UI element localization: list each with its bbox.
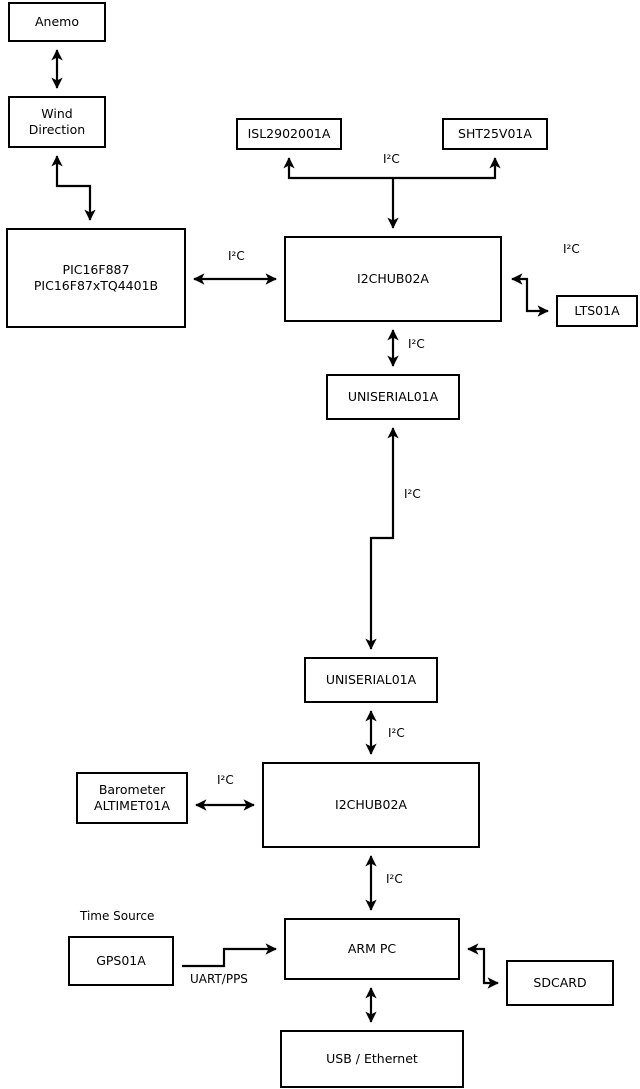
node-wind-direction[interactable]: Wind Direction	[8, 96, 106, 148]
node-arm-pc[interactable]: ARM PC	[284, 918, 460, 980]
node-usb-ethernet[interactable]: USB / Ethernet	[280, 1030, 464, 1088]
connector-gps-armpc	[182, 943, 277, 968]
label-time-source: Time Source	[80, 909, 155, 923]
node-gps01a-label: GPS01A	[96, 953, 146, 969]
node-lts01a[interactable]: LTS01A	[556, 295, 638, 327]
edge-label-hub-uni-i2c: I²C	[408, 337, 425, 351]
node-sdcard-label: SDCARD	[533, 975, 587, 991]
node-isl2902001a-label: ISL2902001A	[247, 126, 331, 142]
edge-label-bus-i2c: I²C	[383, 152, 400, 166]
node-uniserial01a-bottom-label: UNISERIAL01A	[325, 672, 417, 688]
node-sht25v01a-label: SHT25V01A	[458, 126, 532, 142]
node-i2chub02a-top[interactable]: I2CHUB02A	[284, 236, 502, 322]
node-i2chub02a-bottom[interactable]: I2CHUB02A	[262, 762, 480, 848]
node-i2chub02a-bottom-label: I2CHUB02A	[335, 797, 407, 813]
node-arm-pc-label: ARM PC	[347, 941, 397, 957]
node-anemo[interactable]: Anemo	[8, 2, 106, 42]
node-gps01a[interactable]: GPS01A	[68, 936, 174, 986]
node-isl2902001a[interactable]: ISL2902001A	[236, 118, 342, 150]
node-lts01a-label: LTS01A	[574, 303, 620, 319]
node-anemo-label: Anemo	[35, 14, 79, 30]
connector-hubtop-lts	[511, 273, 549, 317]
node-pic-microcontroller-label: PIC16F887 PIC16F87xTQ4401B	[33, 262, 159, 293]
edge-label-hub-lts-i2c: I²C	[563, 242, 580, 256]
node-uniserial01a-bottom[interactable]: UNISERIAL01A	[304, 657, 438, 703]
connector-wind-pic	[51, 155, 96, 221]
edge-label-baro-hub2-i2c: I²C	[217, 773, 234, 787]
node-barometer-label: Barometer ALTIMET01A	[94, 782, 170, 813]
node-uniserial01a-top[interactable]: UNISERIAL01A	[326, 374, 460, 420]
edge-label-gps-arm-uart: UART/PPS	[190, 972, 248, 986]
edge-label-uni-hub2-i2c: I²C	[388, 726, 405, 740]
node-barometer[interactable]: Barometer ALTIMET01A	[76, 772, 188, 824]
connector-bus-to-sht	[393, 157, 501, 180]
edge-label-pic-hub-i2c: I²C	[228, 249, 245, 263]
node-i2chub02a-top-label: I2CHUB02A	[357, 271, 429, 287]
node-pic-microcontroller[interactable]: PIC16F887 PIC16F87xTQ4401B	[6, 228, 186, 328]
edge-label-hub2-arm-i2c: I²C	[386, 872, 403, 886]
node-uniserial01a-top-label: UNISERIAL01A	[347, 389, 439, 405]
edge-label-uni-uni-i2c: I²C	[404, 487, 421, 501]
node-sht25v01a[interactable]: SHT25V01A	[442, 118, 548, 150]
node-sdcard[interactable]: SDCARD	[506, 960, 614, 1006]
connector-unitop-unibottom	[365, 427, 399, 650]
connector-armpc-sdcard	[467, 943, 499, 989]
connector-bus-to-isl	[283, 157, 393, 180]
node-wind-direction-label: Wind Direction	[28, 106, 86, 137]
node-usb-ethernet-label: USB / Ethernet	[326, 1051, 418, 1067]
